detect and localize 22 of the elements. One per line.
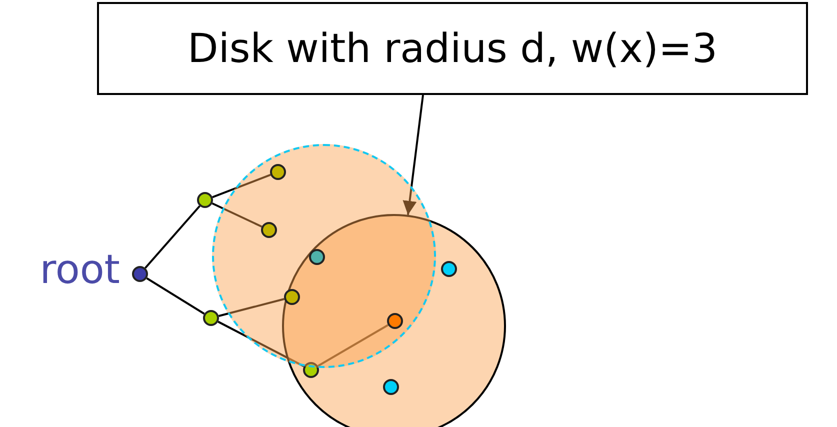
point: [132, 266, 148, 282]
tree-edge: [146, 277, 205, 315]
point: [383, 379, 399, 395]
node-label: root: [40, 250, 120, 290]
point: [309, 249, 325, 265]
point: [303, 362, 319, 378]
tree-edge: [212, 174, 271, 198]
point: [270, 164, 286, 180]
point: [441, 261, 457, 277]
point: [387, 313, 403, 329]
tree-edge: [144, 205, 200, 269]
point: [261, 222, 277, 238]
tree-edge: [218, 298, 284, 317]
callout-text: Disk with radius d, w(x)=3: [188, 24, 718, 74]
point: [203, 310, 219, 326]
arrow: [402, 94, 424, 215]
point: [197, 192, 213, 208]
tree-edge: [317, 324, 389, 367]
tree-edge: [218, 320, 304, 368]
callout-box: [97, 2, 808, 95]
tree-edge: [212, 202, 262, 228]
point: [284, 289, 300, 305]
